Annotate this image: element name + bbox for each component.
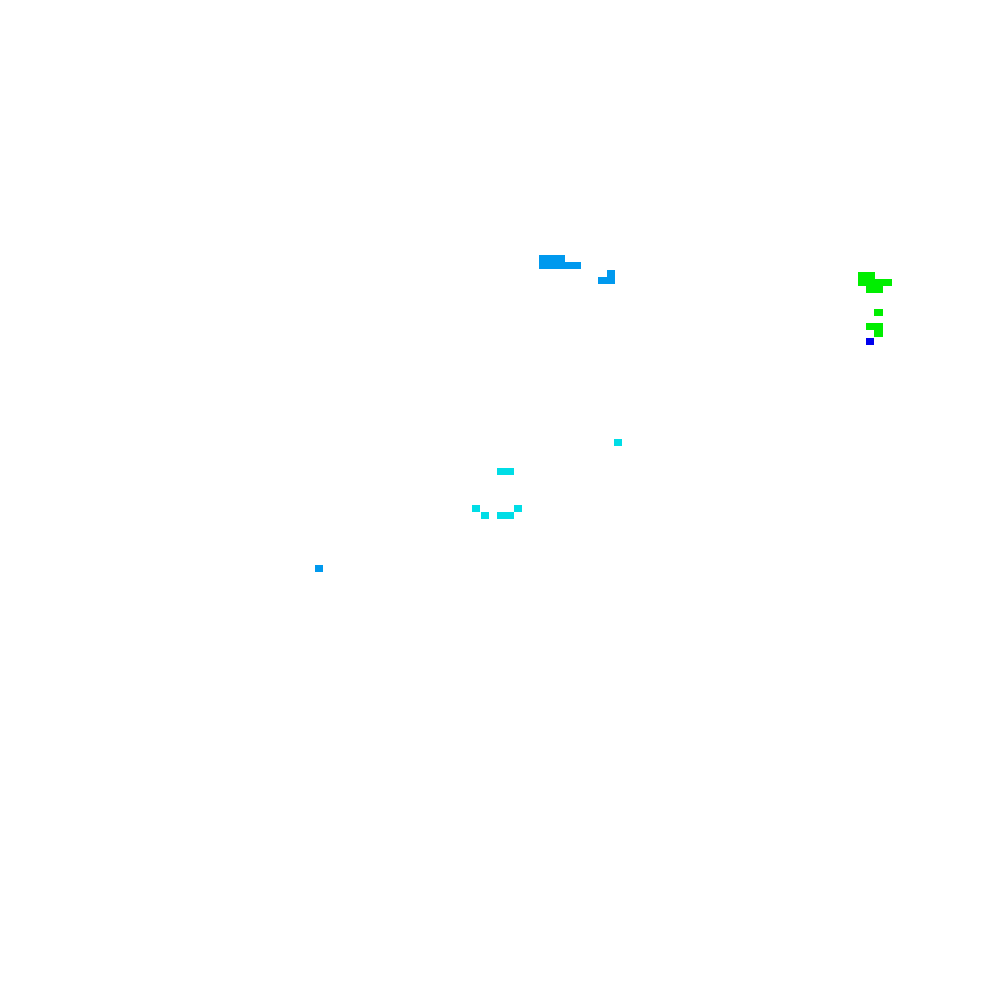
cyan-arc (472, 468, 522, 519)
azure-blob-small (598, 270, 615, 284)
green-blob-middle (874, 309, 883, 316)
green-blob-lower (866, 323, 883, 337)
blue-dot (866, 338, 874, 345)
azure-dot-lower-left (315, 565, 323, 572)
green-blob-top (858, 272, 892, 293)
azure-blob-upper (539, 255, 581, 269)
cyan-dot-upper (614, 439, 622, 446)
